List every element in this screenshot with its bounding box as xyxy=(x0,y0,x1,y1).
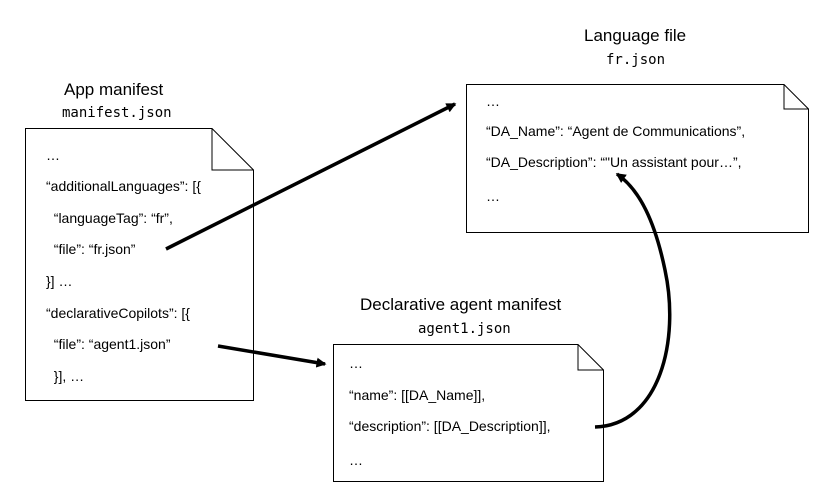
language-file-line: “DA_Name”: “Agent de Communications”, xyxy=(486,123,746,139)
agent-manifest-line: … xyxy=(349,452,363,468)
agent-manifest-filename: agent1.json xyxy=(418,321,511,337)
app-manifest-line: “file”: “fr.json” xyxy=(46,241,136,257)
app-manifest-document: … “additionalLanguages”: [{ “languageTag… xyxy=(25,128,254,401)
app-manifest-line: }] … xyxy=(46,273,73,289)
app-manifest-line: “additionalLanguages”: [{ xyxy=(46,178,201,194)
language-file-line: … xyxy=(486,188,500,204)
app-manifest-filename: manifest.json xyxy=(62,105,172,121)
language-file-document: … “DA_Name”: “Agent de Communications”, … xyxy=(466,84,809,233)
language-file-line: … xyxy=(486,93,500,109)
agent-manifest-line: “description”: [[DA_Description]], xyxy=(349,418,551,434)
document-frame-icon xyxy=(25,128,254,401)
agent-manifest-line: … xyxy=(349,355,363,371)
document-frame-icon xyxy=(333,344,604,482)
app-manifest-title: App manifest xyxy=(64,80,164,99)
agent-manifest-document: … “name”: [[DA_Name]], “description”: [[… xyxy=(333,344,604,482)
app-manifest-line: “declarativeCopilots”: [{ xyxy=(46,305,190,321)
agent-manifest-line: “name”: [[DA_Name]], xyxy=(349,387,486,403)
language-file-title: Language file xyxy=(584,26,687,45)
app-manifest-line: “file”: “agent1.json” xyxy=(46,336,171,352)
app-manifest-line: “languageTag”: “fr”, xyxy=(46,210,173,226)
document-frame-icon xyxy=(466,84,809,233)
agent-manifest-title: Declarative agent manifest xyxy=(360,295,562,314)
language-file-line: “DA_Description”: “"Un assistant pour…”, xyxy=(486,154,742,170)
language-file-filename: fr.json xyxy=(606,52,666,68)
app-manifest-line: }], … xyxy=(46,368,85,384)
app-manifest-line: … xyxy=(46,147,60,163)
